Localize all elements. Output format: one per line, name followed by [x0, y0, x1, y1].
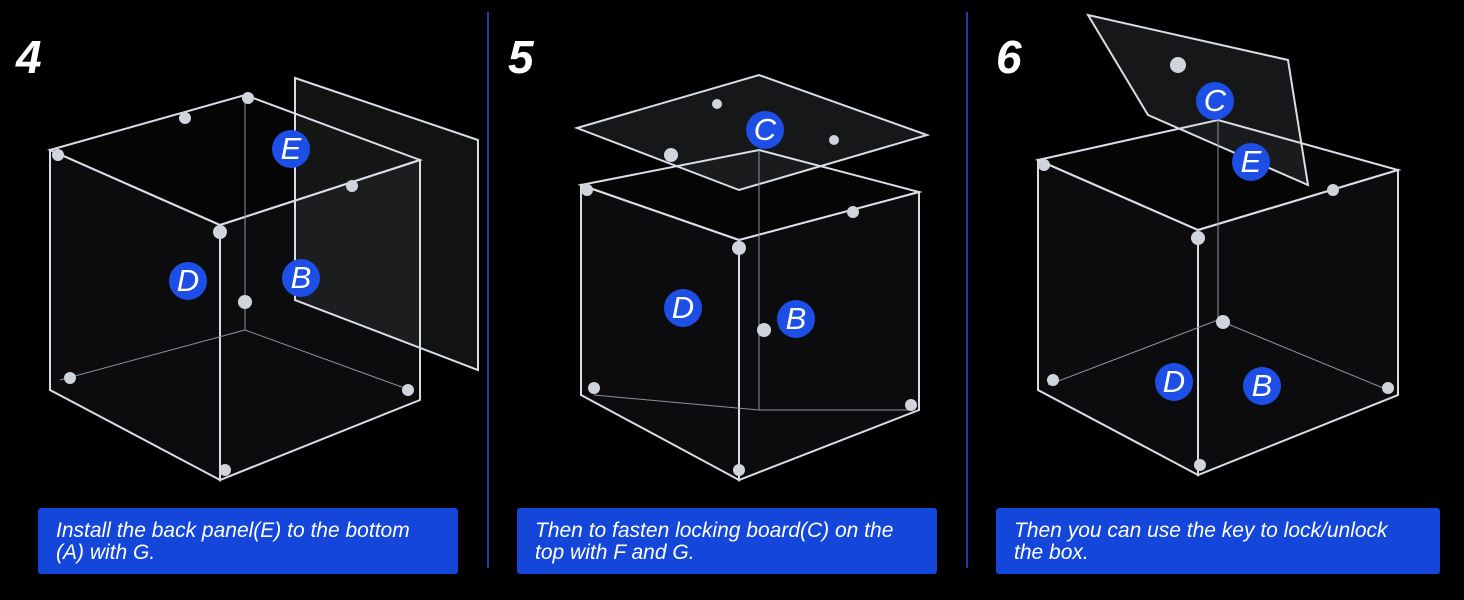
part-label-e: E	[1232, 143, 1270, 181]
step-4-panel: 4 E D B Install the back panel(E) to the…	[0, 0, 488, 600]
part-label-d: D	[1155, 363, 1193, 401]
step-caption: Install the back panel(E) to the bottom …	[38, 508, 458, 574]
step-5-panel: 5 C D B Then to fasten locking board(C) …	[489, 0, 967, 600]
part-label-b: B	[777, 300, 815, 338]
step-caption: Then you can use the key to lock/unlock …	[996, 508, 1440, 574]
acrylic-box-illustration-step-4	[47, 76, 479, 482]
part-label-b: B	[1243, 367, 1281, 405]
step-caption: Then to fasten locking board(C) on the t…	[517, 508, 937, 574]
acrylic-box-illustration-step-5	[573, 73, 931, 482]
step-6-panel: 6 C E D B Then you can use the key to lo…	[968, 0, 1464, 600]
step-number: 6	[996, 31, 1022, 83]
step-number: 4	[16, 31, 42, 83]
part-label-d: D	[664, 289, 702, 327]
step-number: 5	[508, 31, 534, 83]
panel-divider	[487, 12, 489, 568]
part-label-c: C	[746, 111, 784, 149]
panel-divider	[966, 12, 968, 568]
part-label-e: E	[272, 130, 310, 168]
part-label-b: B	[282, 259, 320, 297]
part-label-d: D	[169, 262, 207, 300]
part-label-c: C	[1196, 82, 1234, 120]
